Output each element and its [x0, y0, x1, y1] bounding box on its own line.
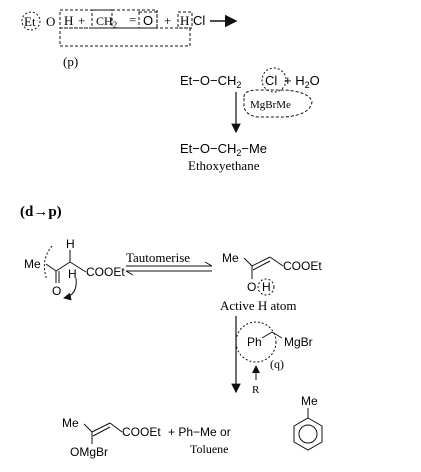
- ether-reactant: Et−O−CH2: [180, 73, 241, 90]
- active-h-circle: [257, 278, 275, 296]
- ph-grignard: Ph: [247, 335, 262, 349]
- grignard-bubble: [243, 89, 313, 118]
- bond-enol-2: [269, 256, 284, 267]
- double-bond-text: =: [129, 12, 136, 27]
- toluene-me: Me: [301, 394, 318, 408]
- ch2-box: [91, 9, 158, 29]
- section-label: (d→p): [20, 204, 62, 220]
- toluene-label: Toluene: [190, 442, 228, 456]
- h-text: H: [64, 13, 73, 28]
- label-q: (q): [270, 357, 284, 371]
- ethoxyethane-label: Ethoxyethane: [188, 158, 260, 173]
- ph-mg-bond-b: [271, 331, 283, 339]
- et-text: Et: [24, 14, 36, 29]
- grignard-label: MgBrMe: [250, 99, 291, 111]
- bond-keto-3: [69, 261, 87, 273]
- h2-text: H: [180, 13, 189, 28]
- o-keto: O: [52, 284, 61, 298]
- bond-prod-1: [83, 423, 93, 433]
- et-circle: [21, 11, 41, 31]
- reverse-arrow-head: [125, 270, 134, 276]
- me-keto: Me: [24, 257, 41, 271]
- r-label: R: [252, 384, 260, 396]
- cooet-enol: COOEt: [283, 259, 322, 273]
- h-alpha: H: [68, 267, 77, 281]
- h-top: H: [66, 237, 75, 251]
- grignard-circle: [235, 321, 277, 363]
- cooet-keto: COOEt: [86, 265, 125, 279]
- bond-prod-2: [109, 422, 123, 433]
- aromatic-circle: [298, 424, 318, 444]
- oxygen-text: O: [46, 14, 55, 29]
- double-bond-enol-b: [252, 260, 271, 271]
- omgbr-label: OMgBr: [70, 445, 108, 459]
- h-active: H: [262, 280, 271, 294]
- bond-keto-2: [55, 261, 71, 272]
- benzene-ring: [293, 417, 323, 451]
- cooet-product: COOEt: [122, 425, 161, 439]
- cl-reactant: Cl: [265, 73, 277, 88]
- water: + H2O: [284, 73, 320, 90]
- o2-text: O: [143, 13, 153, 28]
- bond-enol-1: [243, 257, 253, 267]
- label-p: (p): [63, 54, 78, 69]
- ch2-text: CH2: [96, 14, 117, 30]
- proton-shift-arrow: [63, 277, 77, 301]
- double-bond-prod-a: [91, 422, 111, 433]
- active-h-label: Active H atom: [220, 298, 297, 313]
- double-bond-prod-b: [92, 426, 111, 437]
- cl-circle: [261, 67, 287, 93]
- double-bond-enol-a: [251, 256, 271, 267]
- tautomerise-label: Tautomerise: [126, 250, 190, 265]
- keto-dashed-arc: [43, 245, 53, 281]
- mgbr-label: MgBr: [284, 335, 313, 349]
- ether-product: Et−O−CH2−Me: [180, 141, 267, 158]
- cl-text: Cl: [193, 13, 205, 28]
- me-enol: Me: [222, 251, 239, 265]
- equation-2: Et−O−CH2 Cl + H2O MgBrMe Et−O−CH2−Me Eth…: [180, 67, 320, 173]
- o-enol: O: [247, 280, 256, 294]
- forward-arrow-head: [204, 261, 213, 267]
- plus-text: +: [78, 13, 85, 28]
- ph-mg-bond-a: [261, 331, 273, 339]
- plus-toluene: + Ph−Me or: [168, 425, 231, 439]
- me-product: Me: [62, 416, 79, 430]
- equation-3: Me O H COOEt H Tautomerise Me COOEt O H …: [24, 237, 323, 459]
- plus2-text: +: [164, 13, 171, 28]
- bond-keto-1: [45, 263, 57, 272]
- equation-1: Et O H + CH2 = O + H Cl (p): [21, 9, 238, 69]
- lower-box: [59, 27, 191, 47]
